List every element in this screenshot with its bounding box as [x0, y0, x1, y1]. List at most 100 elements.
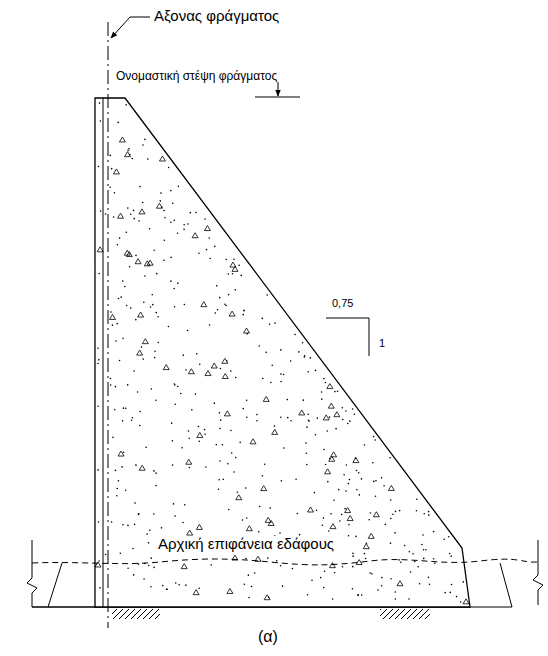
stipple-dot	[144, 275, 146, 277]
stipple-dot	[209, 324, 211, 326]
stipple-dot	[214, 246, 216, 248]
aggregate-mark	[159, 156, 165, 161]
stipple-dot	[157, 316, 159, 318]
stipple-dot	[421, 544, 423, 546]
stipple-dot	[127, 384, 129, 386]
stipple-dot	[100, 120, 102, 122]
stipple-dot	[174, 306, 176, 308]
stipple-dot	[131, 158, 133, 160]
stipple-dot	[352, 588, 354, 590]
aggregate-mark	[246, 526, 252, 531]
stipple-dot	[290, 420, 292, 422]
stipple-dot	[395, 598, 397, 600]
stipple-dot	[280, 373, 282, 375]
stipple-dot	[327, 481, 329, 483]
stipple-dot	[116, 495, 118, 497]
stipple-dot	[182, 522, 184, 524]
stipple-dot	[187, 330, 189, 332]
stipple-dot	[144, 139, 146, 141]
stipple-dot	[355, 536, 357, 538]
stipple-dot	[279, 532, 281, 534]
stipple-dot	[271, 365, 273, 367]
stipple-dot	[389, 457, 391, 459]
stipple-dot	[274, 322, 276, 324]
stipple-dot	[265, 352, 267, 354]
stipple-dot	[240, 275, 242, 277]
stipple-dot	[238, 265, 240, 267]
stipple-dot	[373, 481, 375, 483]
figure-label: (α)	[258, 628, 278, 646]
stipple-dot	[130, 307, 132, 309]
stipple-dot	[423, 558, 425, 560]
stipple-dot	[270, 382, 272, 384]
stipple-dot	[433, 531, 435, 533]
stipple-dot	[98, 273, 100, 275]
stipple-dot	[142, 358, 144, 360]
aggregate-mark	[201, 302, 207, 307]
stipple-dot	[188, 430, 190, 432]
slope-indicator	[326, 318, 369, 356]
stipple-dot	[143, 301, 145, 303]
stipple-dot	[305, 442, 307, 444]
stipple-dot	[281, 480, 283, 482]
stipple-dot	[110, 155, 112, 157]
stipple-dot	[375, 495, 377, 497]
stipple-dot	[175, 582, 177, 584]
stipple-dot	[343, 474, 345, 476]
stipple-dot	[325, 382, 327, 384]
aggregate-mark	[229, 311, 235, 316]
stipple-dot	[121, 466, 123, 468]
aggregate-mark	[330, 524, 336, 529]
stipple-dot	[138, 220, 140, 222]
stipple-dot	[228, 509, 230, 511]
aggregate-mark	[328, 403, 334, 408]
slope-label: 0,75	[330, 297, 355, 309]
stipple-dot	[133, 210, 135, 212]
stipple-dot	[338, 489, 340, 491]
stipple-dot	[231, 452, 233, 454]
stipple-dot	[151, 388, 153, 390]
stipple-dot	[199, 364, 201, 366]
aggregate-mark	[463, 599, 469, 604]
crest-level	[255, 97, 300, 98]
stipple-dot	[145, 447, 147, 449]
aggregate-mark	[363, 544, 369, 549]
stipple-dot	[110, 311, 112, 313]
stipple-dot	[377, 589, 379, 591]
stipple-dot	[168, 167, 170, 169]
stipple-dot	[342, 407, 344, 409]
stipple-dot	[282, 585, 284, 587]
stipple-dot	[184, 504, 186, 506]
stipple-dot	[239, 442, 241, 444]
stipple-dot	[97, 469, 99, 471]
stipple-dot	[256, 414, 258, 416]
stipple-dot	[185, 369, 187, 371]
aggregate-mark	[222, 358, 228, 363]
stipple-dot	[356, 489, 358, 491]
stipple-dot	[138, 514, 140, 516]
stipple-dot	[342, 419, 344, 421]
stipple-dot	[332, 598, 334, 600]
excavation-slope	[500, 563, 512, 607]
stipple-dot	[116, 488, 118, 490]
stipple-dot	[245, 558, 247, 560]
aggregate-mark	[397, 581, 403, 586]
stipple-dot	[100, 210, 102, 212]
leader-line	[111, 17, 150, 38]
stipple-dot	[395, 511, 397, 513]
stipple-dot	[123, 451, 125, 453]
stipple-dot	[326, 430, 328, 432]
stipple-dot	[132, 548, 134, 550]
stipple-dot	[307, 594, 309, 596]
stipple-dot	[463, 581, 465, 583]
stipple-dot	[155, 472, 157, 474]
aggregate-mark	[197, 432, 203, 437]
aggregate-mark	[327, 384, 333, 389]
stipple-dot	[138, 563, 140, 565]
stipple-dot	[215, 444, 217, 446]
stipple-dot	[185, 584, 187, 586]
stipple-dot	[138, 513, 140, 515]
stipple-dot	[134, 524, 136, 526]
aggregate-mark	[331, 452, 337, 457]
stipple-dot	[105, 554, 107, 556]
